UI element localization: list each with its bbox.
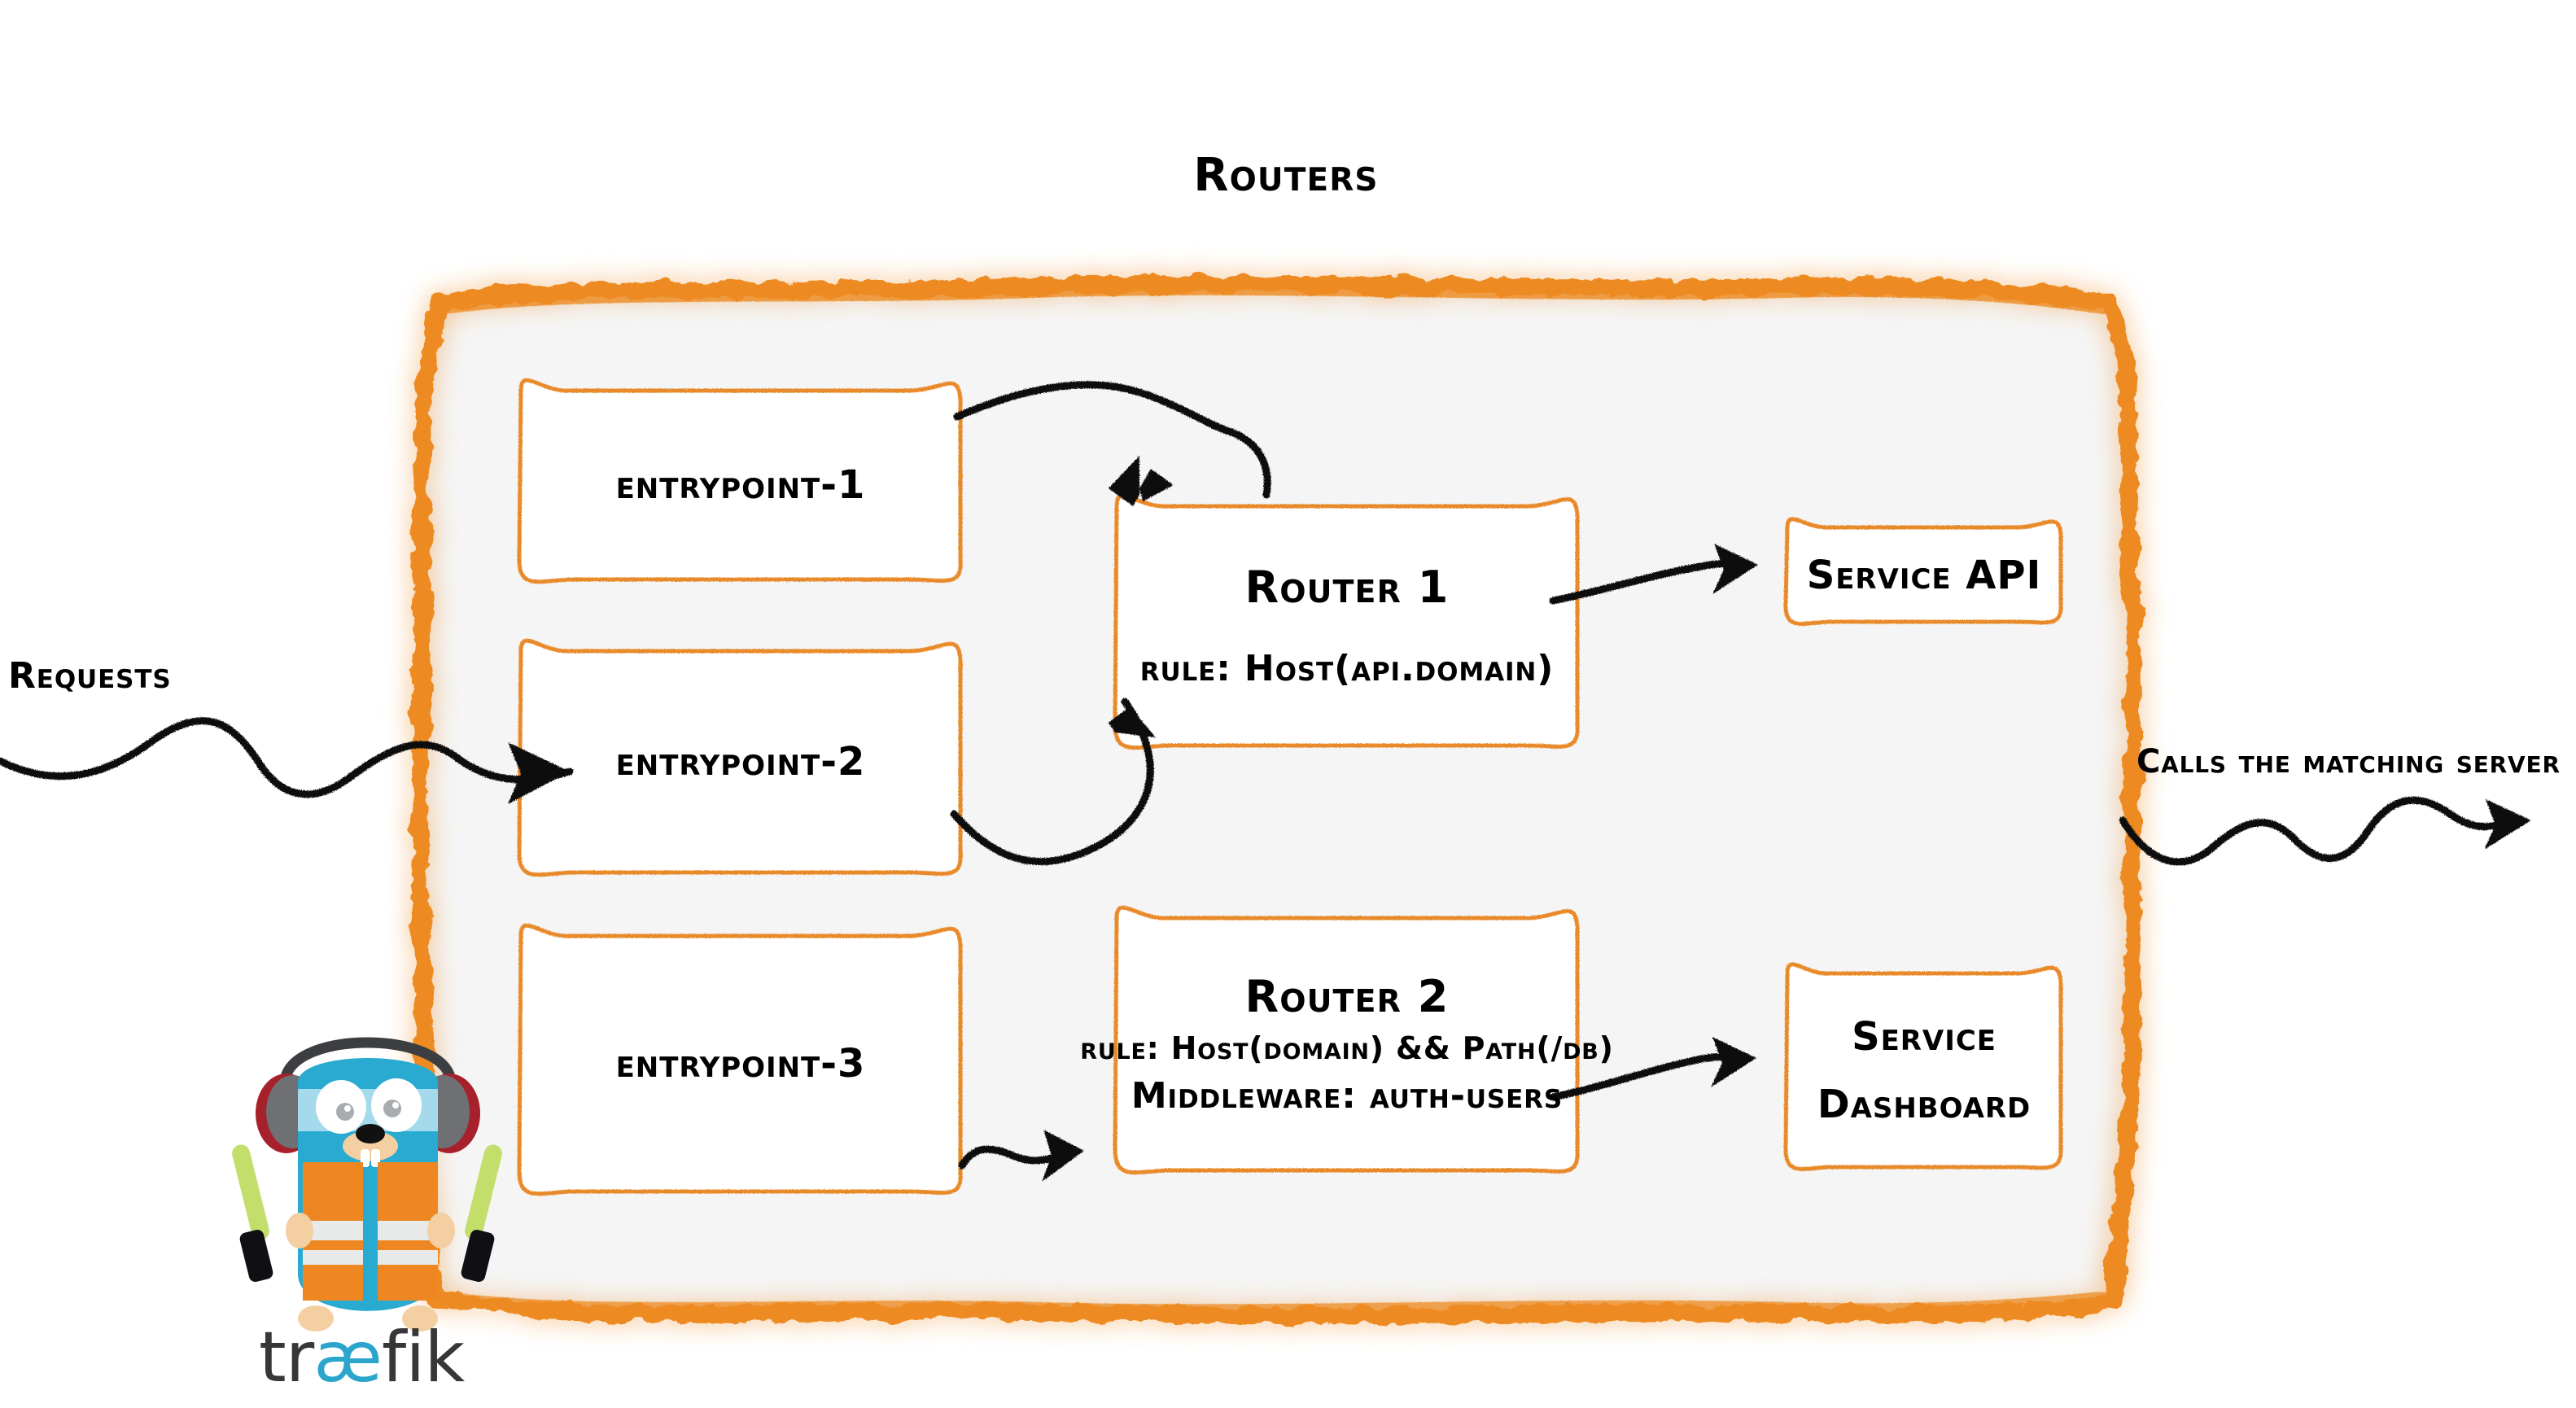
- service-dashboard-box[interactable]: [1783, 962, 2063, 1171]
- entrypoint-3-box[interactable]: [517, 923, 963, 1196]
- traefik-wordmark-post: fik: [381, 1317, 465, 1398]
- service-api-box[interactable]: [1783, 517, 2063, 626]
- traefik-wordmark-pre: tr: [259, 1317, 314, 1398]
- connector-arrows: [0, 381, 2531, 1182]
- arrow-router1-to-serviceapi: [1549, 544, 1758, 605]
- arrow-requests-to-panel: [0, 717, 574, 804]
- arrow-router2-to-servicedashboard: [1549, 1037, 1756, 1101]
- traefik-gopher-mascot: [232, 1037, 502, 1331]
- router-1-box[interactable]: [1113, 493, 1580, 750]
- marshalling-wand-right-icon: [461, 1144, 502, 1283]
- arrow-panel-to-matching-server: [2119, 796, 2531, 866]
- traefik-wordmark-ae: æ: [313, 1317, 382, 1398]
- entrypoint-2-box[interactable]: [517, 638, 963, 877]
- arrow-entrypoint2-to-router1: [950, 697, 1156, 866]
- router-2-box[interactable]: [1113, 905, 1580, 1175]
- marshalling-wand-left-icon: [232, 1144, 273, 1283]
- arrow-entrypoint1-to-router1: [953, 381, 1271, 506]
- arrow-entrypoint3-to-router2: [958, 1130, 1084, 1182]
- entrypoint-1-box[interactable]: [517, 378, 963, 584]
